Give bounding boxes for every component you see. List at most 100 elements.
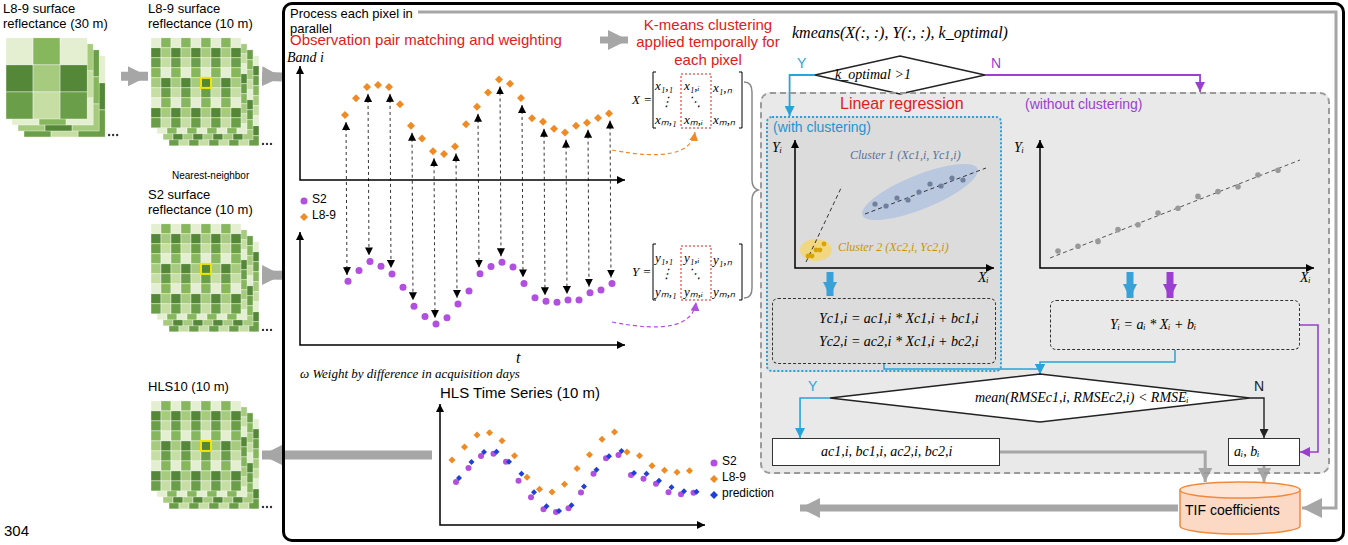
text-label: yₘ,ᵢ bbox=[684, 282, 703, 300]
image-cell bbox=[161, 58, 171, 68]
image-cell bbox=[191, 274, 201, 284]
image-cell bbox=[151, 58, 161, 68]
region-fill bbox=[766, 116, 1002, 372]
s2-obs bbox=[565, 297, 572, 304]
image-cell bbox=[221, 254, 231, 264]
prediction-obs bbox=[581, 483, 587, 489]
landsat-obs bbox=[661, 467, 668, 474]
landsat-obs bbox=[528, 114, 536, 122]
text-label: Band i bbox=[287, 50, 324, 66]
image-cell bbox=[191, 451, 201, 461]
image-cell bbox=[161, 224, 171, 234]
image-cell bbox=[221, 118, 231, 128]
image-cell bbox=[211, 421, 221, 431]
text-label: yₘ,₁ bbox=[655, 282, 677, 300]
pair-link bbox=[566, 140, 567, 294]
image-cell bbox=[231, 421, 241, 431]
image-cell bbox=[181, 58, 191, 68]
prediction-obs bbox=[544, 503, 550, 509]
flow-connector bbox=[985, 75, 1200, 92]
flow-arrow bbox=[800, 505, 1178, 512]
image-cell bbox=[151, 118, 161, 128]
pair-link bbox=[610, 121, 611, 278]
image-cell bbox=[181, 411, 191, 421]
prediction-obs bbox=[506, 459, 512, 465]
image-cell bbox=[171, 108, 181, 118]
text-label: Xᵢ bbox=[1300, 270, 1311, 286]
image-cell bbox=[171, 284, 181, 294]
down-arrow bbox=[1127, 272, 1134, 298]
image-cell bbox=[181, 471, 191, 481]
s2-obs bbox=[576, 296, 583, 303]
s2-obs bbox=[433, 320, 440, 327]
cluster-point bbox=[938, 183, 943, 188]
cluster-point bbox=[810, 254, 815, 259]
image-cell bbox=[201, 451, 211, 461]
image-cell bbox=[191, 48, 201, 58]
ellipsis-dot bbox=[270, 329, 272, 331]
s2-obs bbox=[400, 284, 407, 291]
image-cell bbox=[151, 244, 161, 254]
image-cell bbox=[161, 78, 171, 88]
image-cell bbox=[231, 401, 241, 411]
image-cell bbox=[221, 471, 231, 481]
flow-connector bbox=[262, 271, 282, 280]
branch-label: N bbox=[1254, 378, 1264, 394]
landsat-obs bbox=[611, 429, 618, 436]
image-cell bbox=[171, 98, 181, 108]
legend-diamond bbox=[710, 491, 718, 499]
image-cell bbox=[221, 98, 231, 108]
regression-panel: Linear regression(with clustering)Yc1,i … bbox=[760, 92, 1330, 474]
node-text: S2 surface reflectance (10 m) bbox=[148, 188, 262, 218]
cluster-point bbox=[927, 181, 932, 186]
image-cell bbox=[201, 441, 211, 451]
scatter-point bbox=[1275, 167, 1281, 173]
pixel-highlight bbox=[201, 264, 211, 274]
image-cell bbox=[6, 92, 33, 119]
match-curve bbox=[612, 132, 695, 155]
diamond-shape bbox=[815, 56, 985, 94]
image-cell bbox=[211, 118, 221, 128]
down-arrow bbox=[1167, 272, 1174, 298]
image-cell bbox=[181, 244, 191, 254]
image-cell bbox=[191, 284, 201, 294]
node-text: Yᵢ = aᵢ * Xᵢ + bᵢ bbox=[1105, 314, 1245, 337]
text-label: Y = bbox=[632, 264, 651, 280]
match-curve bbox=[612, 302, 696, 327]
s2-obs bbox=[554, 299, 561, 306]
landsat-obs bbox=[536, 486, 543, 493]
text-label: ⋱ bbox=[688, 94, 701, 110]
image-cell bbox=[151, 294, 161, 304]
image-cell bbox=[201, 421, 211, 431]
landsat-obs bbox=[599, 436, 606, 443]
scatter-point bbox=[1215, 189, 1221, 195]
image-cell bbox=[171, 294, 181, 304]
image-cell bbox=[171, 38, 181, 48]
pair-link bbox=[434, 158, 435, 318]
landsat-obs bbox=[574, 465, 581, 472]
image-cell bbox=[181, 78, 191, 88]
text-label: Observation pair matching and weighting bbox=[290, 31, 562, 48]
landsat-obs bbox=[586, 451, 593, 458]
ellipsis-dot bbox=[266, 329, 268, 331]
flow-connector bbox=[262, 72, 282, 82]
image-cell bbox=[191, 421, 201, 431]
text-label: y₁,ₙ bbox=[713, 250, 732, 268]
text-label: K-means clustering applied temporally fo… bbox=[628, 16, 788, 68]
image-cell bbox=[161, 68, 171, 78]
flow-connector bbox=[800, 398, 830, 438]
image-cell bbox=[221, 244, 231, 254]
s2-obs bbox=[466, 465, 472, 471]
image-cell bbox=[181, 118, 191, 128]
image-cell bbox=[231, 98, 241, 108]
image-cell bbox=[231, 461, 241, 471]
landsat-obs bbox=[396, 100, 404, 108]
diagram-part bbox=[121, 75, 1318, 482]
node-text: Yc2,i = ac2,i * Xc1,i + bc2,i bbox=[814, 331, 954, 354]
image-cell bbox=[211, 264, 221, 274]
image-cell bbox=[191, 98, 201, 108]
s2-obs bbox=[516, 478, 522, 484]
image-stack: S2 surface reflectance (10 m) bbox=[148, 188, 262, 362]
image-cell bbox=[181, 401, 191, 411]
image-cell bbox=[161, 441, 171, 451]
